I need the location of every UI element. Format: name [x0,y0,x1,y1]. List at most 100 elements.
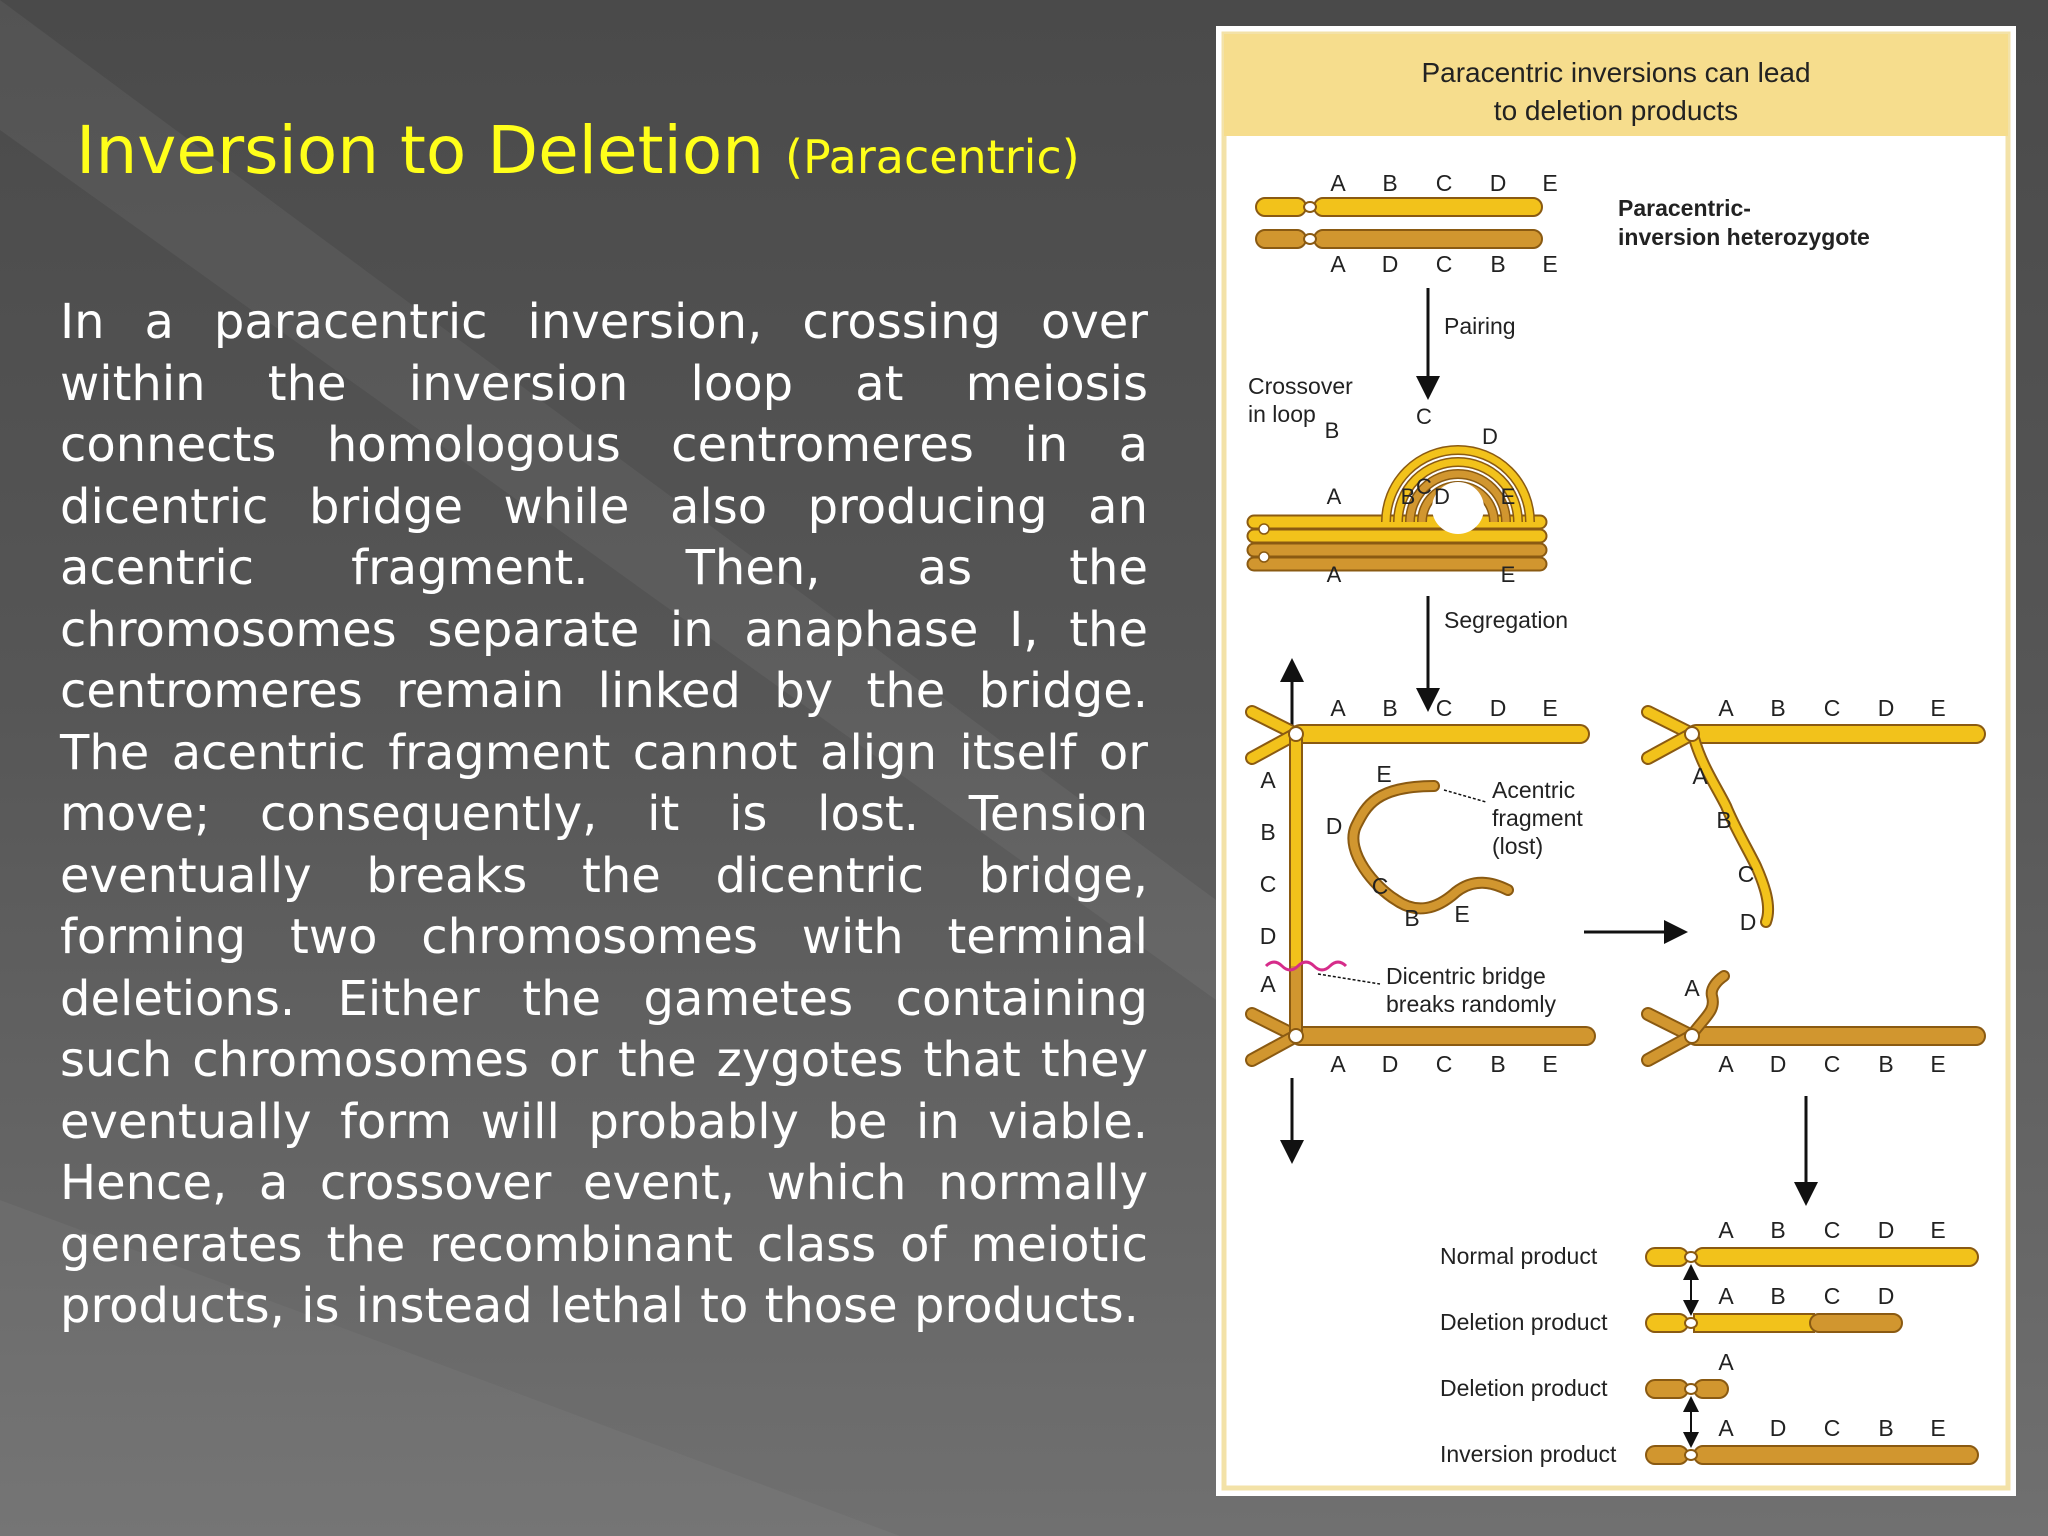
svg-text:A: A [1718,1415,1734,1441]
svg-text:E: E [1542,1051,1557,1077]
heterozygote-label-line2: inversion heterozygote [1618,224,1870,250]
svg-text:E: E [1542,251,1557,277]
svg-text:E: E [1542,170,1557,196]
svg-text:C: C [1436,695,1453,721]
svg-text:B: B [1401,484,1416,509]
svg-text:D: D [1326,813,1343,839]
acentric-label-line2: fragment [1492,805,1583,831]
svg-text:A: A [1718,1051,1734,1077]
segregation-label: Segregation [1444,607,1568,633]
svg-text:B: B [1490,1051,1505,1077]
svg-text:C: C [1824,1283,1841,1309]
svg-text:D: D [1878,1217,1895,1243]
svg-text:B: B [1325,418,1340,443]
figure-header-line1: Paracentric inversions can lead [1421,57,1810,88]
svg-text:A: A [1718,695,1734,721]
svg-text:D: D [1878,1283,1895,1309]
svg-text:A: A [1327,562,1342,587]
svg-text:C: C [1436,1051,1453,1077]
anaphase-chromosomes [1245,705,1596,1067]
svg-text:C: C [1824,1217,1841,1243]
svg-text:E: E [1501,484,1516,509]
svg-text:A: A [1684,975,1700,1001]
svg-text:D: D [1770,1051,1787,1077]
svg-text:B: B [1716,807,1731,833]
svg-text:C: C [1436,251,1453,277]
svg-text:C: C [1824,1415,1841,1441]
bridge-label-line2: breaks randomly [1386,991,1557,1017]
svg-text:E: E [1501,562,1516,587]
svg-text:A: A [1718,1217,1734,1243]
svg-text:E: E [1930,1217,1945,1243]
slide-title: Inversion to Deletion (Paracentric) [76,118,1080,184]
acentric-label-line3: (lost) [1492,833,1543,859]
svg-text:C: C [1260,871,1277,897]
svg-text:D: D [1434,484,1450,509]
title-main: Inversion to Deletion [76,112,765,189]
crossover-label-line1: Crossover [1248,373,1353,399]
inversion-loop-diagram [1246,445,1570,580]
title-subtitle: (Paracentric) [785,130,1080,184]
svg-text:C: C [1436,170,1453,196]
svg-text:B: B [1770,1217,1785,1243]
svg-text:A: A [1330,695,1346,721]
normal-product-label: Normal product [1440,1243,1598,1269]
svg-text:D: D [1490,695,1507,721]
pairing-label: Pairing [1444,313,1516,339]
svg-text:C: C [1416,404,1432,429]
loop-letters: B C D A B C D E A E [1325,404,1516,587]
svg-text:C: C [1824,1051,1841,1077]
paracentric-inversion-figure: Paracentric inversions can lead to delet… [1216,26,2016,1496]
svg-text:A: A [1330,170,1346,196]
svg-text:A: A [1260,971,1276,997]
svg-text:C: C [1824,695,1841,721]
svg-text:B: B [1878,1415,1893,1441]
svg-text:A: A [1330,1051,1346,1077]
svg-text:D: D [1260,923,1277,949]
svg-text:C: C [1416,474,1432,499]
heterozygote-label-line1: Paracentric- [1618,195,1751,221]
svg-text:E: E [1930,1051,1945,1077]
heterozygote-chromosome-pair [1255,197,1543,249]
svg-text:A: A [1692,763,1708,789]
crossover-label-line2: in loop [1248,401,1316,427]
product-chromosomes [1645,1247,1979,1465]
svg-text:A: A [1330,251,1346,277]
deletion-product-label-2: Deletion product [1440,1375,1608,1401]
svg-text:D: D [1878,695,1895,721]
svg-text:B: B [1770,695,1785,721]
svg-text:A: A [1718,1349,1734,1375]
svg-text:D: D [1382,1051,1399,1077]
svg-text:D: D [1482,424,1498,449]
svg-text:C: C [1738,861,1755,887]
svg-text:D: D [1740,909,1757,935]
body-paragraph: In a paracentric inversion, crossing ove… [60,294,1148,1334]
svg-text:B: B [1770,1283,1785,1309]
svg-text:B: B [1404,905,1419,931]
acentric-label-line1: Acentric [1492,777,1575,803]
bridge-label-line1: Dicentric bridge [1386,963,1546,989]
svg-text:A: A [1718,1283,1734,1309]
svg-text:B: B [1382,170,1397,196]
svg-text:B: B [1878,1051,1893,1077]
svg-text:E: E [1542,695,1557,721]
svg-text:B: B [1260,819,1275,845]
svg-text:B: B [1490,251,1505,277]
figure-header-band [1224,34,2008,136]
deletion-product-label-1: Deletion product [1440,1309,1608,1335]
svg-text:D: D [1770,1415,1787,1441]
svg-text:E: E [1376,761,1391,787]
svg-text:C: C [1372,873,1389,899]
broken-bridge-chromosomes [1641,705,1986,1067]
product-labels: Normal product Deletion product Deletion… [1440,1243,1617,1467]
svg-text:D: D [1382,251,1399,277]
svg-text:A: A [1327,484,1342,509]
svg-text:E: E [1930,695,1945,721]
svg-text:E: E [1454,901,1469,927]
svg-text:B: B [1382,695,1397,721]
